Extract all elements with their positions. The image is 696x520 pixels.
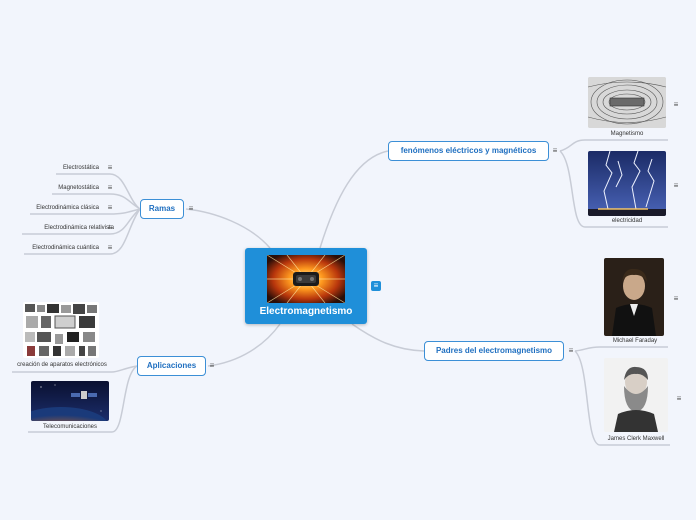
link-faraday: [574, 346, 668, 352]
link-aplicaciones: [207, 323, 281, 367]
topic-padres[interactable]: Padres del electromagnetismo: [424, 341, 564, 361]
leaf-menu-icon[interactable]: ≡: [107, 243, 113, 252]
aplicaciones-menu-icon[interactable]: ≡: [209, 361, 215, 370]
magnetismo-menu-icon[interactable]: ≡: [673, 100, 679, 109]
leaf-aparatos-electronicos[interactable]: creación de aparatos electrónicos: [17, 362, 107, 368]
magnetismo-image: [588, 77, 666, 128]
topic-fenomenos[interactable]: fenómenos eléctricos y magnéticos: [388, 141, 549, 161]
topic-ramas[interactable]: Ramas: [140, 199, 184, 219]
central-menu-icon[interactable]: ≡: [371, 281, 381, 291]
leaf-electrodinamica-cuantica[interactable]: Electrodinámica cuántica: [32, 245, 99, 251]
leaf-electrodinamica-relativista[interactable]: Electrodinámica relativista: [44, 225, 114, 231]
leaf-james-clerk-maxwell[interactable]: James Clerk Maxwell: [607, 436, 665, 442]
electromagnetism-image: [267, 255, 345, 303]
link-aparatos: [12, 365, 138, 373]
link-fenomenos: [319, 150, 389, 249]
leaf-electrostatica[interactable]: Electrostática: [62, 165, 99, 171]
electricidad-image: [588, 151, 666, 216]
leaf-menu-icon[interactable]: ≡: [107, 183, 113, 192]
leaf-electrodinamica-clasica[interactable]: Electrodinámica clásica: [36, 205, 99, 211]
leaf-menu-icon[interactable]: ≡: [107, 163, 113, 172]
faraday-menu-icon[interactable]: ≡: [673, 294, 679, 303]
maxwell-menu-icon[interactable]: ≡: [676, 394, 682, 403]
maxwell-portrait: [604, 358, 668, 432]
ramas-menu-icon[interactable]: ≡: [188, 204, 194, 213]
leaf-menu-icon[interactable]: ≡: [107, 223, 113, 232]
central-topic-label: Electromagnetismo: [259, 306, 353, 317]
topic-aplicaciones[interactable]: Aplicaciones: [137, 356, 206, 376]
electricidad-menu-icon[interactable]: ≡: [673, 181, 679, 190]
link-maxwell: [574, 350, 670, 446]
link-magnetostatica: [52, 193, 141, 210]
leaf-menu-icon[interactable]: ≡: [107, 203, 113, 212]
leaf-magnetostatica[interactable]: Magnetostática: [58, 185, 99, 191]
link-clasica: [30, 208, 141, 215]
padres-menu-icon[interactable]: ≡: [568, 346, 574, 355]
link-padres: [351, 323, 425, 352]
link-electrostatica: [56, 173, 141, 210]
leaf-michael-faraday[interactable]: Michael Faraday: [612, 338, 658, 344]
link-magnetismo: [559, 139, 668, 152]
link-relativista: [22, 208, 141, 235]
leaf-telecomunicaciones[interactable]: Telecomunicaciones: [42, 424, 98, 430]
leaf-magnetismo[interactable]: Magnetismo: [610, 131, 644, 137]
link-ramas: [185, 208, 271, 249]
leaf-electricidad[interactable]: electricidad: [611, 218, 643, 224]
electronic-devices-image: [23, 302, 99, 358]
telecommunications-image: [31, 381, 109, 421]
fenomenos-menu-icon[interactable]: ≡: [552, 146, 558, 155]
link-electricidad: [559, 150, 668, 228]
central-topic[interactable]: Electromagnetismo: [245, 248, 367, 324]
link-telecom: [28, 365, 138, 433]
link-cuantica: [24, 208, 141, 255]
faraday-portrait: [604, 258, 664, 336]
